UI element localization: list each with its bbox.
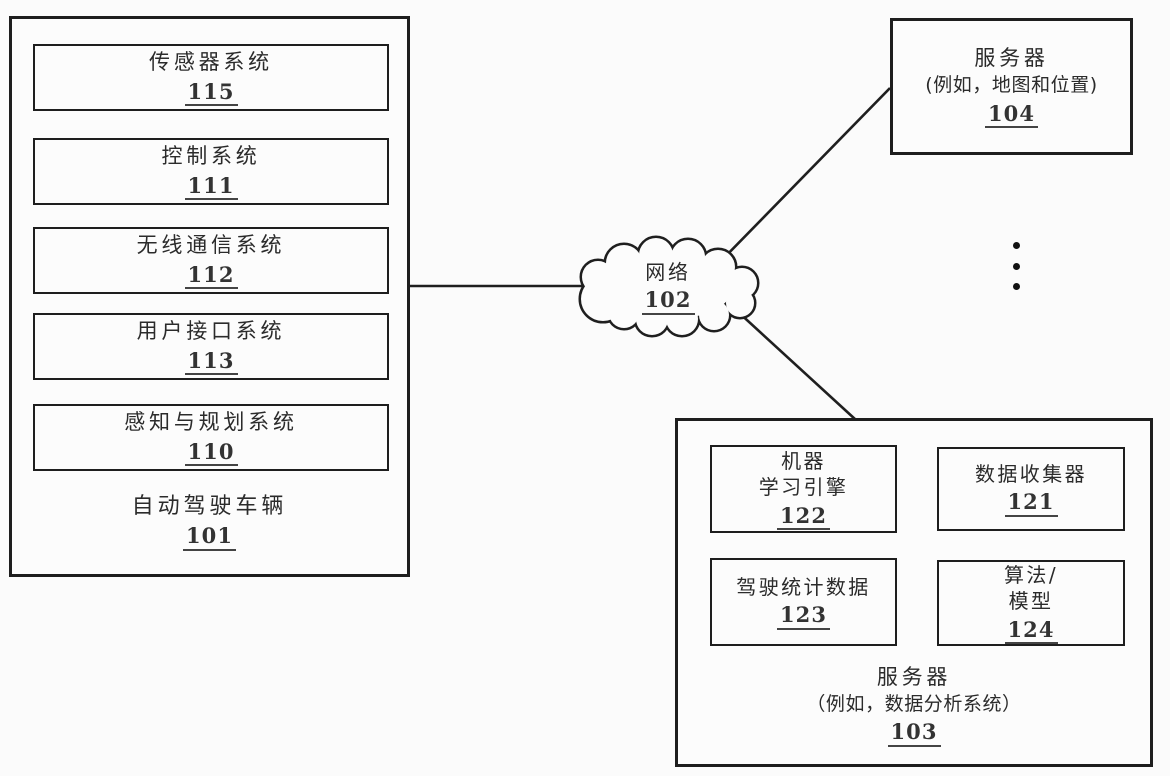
ellipsis-dot [1012,242,1020,249]
user-interface-system-ref: 113 [184,349,238,376]
map-server-ref: 104 [985,102,1038,129]
network-ref: 102 [641,288,695,315]
network-cloud: 网络 102 [568,235,768,338]
connector-network-map-server [717,87,891,265]
network-label: 网络 [645,260,691,285]
connector-network-analytics-server [735,309,857,421]
control-system-ref: 111 [184,174,238,201]
box-driving-statistics: 驾驶统计数据 123 [710,558,897,646]
analytics-server-box: 机器 学习引擎 122 数据收集器 121 驾驶统计数据 123 算法/ 模型 … [675,418,1153,767]
box-data-collector: 数据收集器 121 [937,447,1125,531]
vehicle-caption: 自动驾驶车辆 101 [12,492,407,551]
analytics-server-ref: 103 [887,720,941,747]
wireless-comm-system-label: 无线通信系统 [136,232,286,257]
map-server-label: 服务器 [974,45,1049,70]
wireless-comm-system-ref: 112 [184,263,238,290]
driving-statistics-ref: 123 [777,603,830,630]
cloud-icon [578,235,760,338]
analytics-server-subtitle: （例如，数据分析系统） [806,692,1022,715]
machine-learning-engine-ref: 122 [777,504,830,531]
sensor-system-label: 传感器系统 [149,49,273,74]
box-sensor-system: 传感器系统 115 [33,44,389,111]
sensor-system-ref: 115 [184,80,238,107]
box-perception-planning-system: 感知与规划系统 110 [33,404,389,471]
ellipsis-dot [1012,262,1020,270]
data-collector-ref: 121 [1004,490,1058,517]
control-system-label: 控制系统 [161,143,261,168]
network-label-group: 网络 102 [568,237,768,337]
perception-planning-system-ref: 110 [184,440,238,467]
user-interface-system-label: 用户接口系统 [136,318,286,343]
box-machine-learning-engine: 机器 学习引擎 122 [710,445,897,533]
vehicle-label: 自动驾驶车辆 [131,494,288,519]
box-algorithms-models: 算法/ 模型 124 [937,560,1125,646]
box-wireless-comm-system: 无线通信系统 112 [33,227,389,294]
algorithms-models-label: 算法/ 模型 [1004,562,1058,614]
vertical-ellipsis-icon [1009,242,1023,290]
analytics-server-caption: 服务器 （例如，数据分析系统） 103 [678,664,1150,747]
box-control-system: 控制系统 111 [33,138,389,205]
machine-learning-engine-label: 机器 学习引擎 [758,448,849,500]
driving-statistics-label: 驾驶统计数据 [736,575,871,600]
vehicle-box: 传感器系统 115 控制系统 111 无线通信系统 112 用户接口系统 113… [9,16,410,577]
map-server-subtitle: (例如，地图和位置) [925,74,1098,97]
algorithms-models-ref: 124 [1004,618,1058,645]
box-user-interface-system: 用户接口系统 113 [33,313,389,380]
data-collector-label: 数据收集器 [975,462,1087,487]
analytics-server-label: 服务器 [876,665,952,689]
map-server-box: 服务器 (例如，地图和位置) 104 [890,18,1133,155]
perception-planning-system-label: 感知与规划系统 [124,409,298,434]
vehicle-ref: 101 [183,524,236,551]
ellipsis-dot [1012,283,1020,290]
